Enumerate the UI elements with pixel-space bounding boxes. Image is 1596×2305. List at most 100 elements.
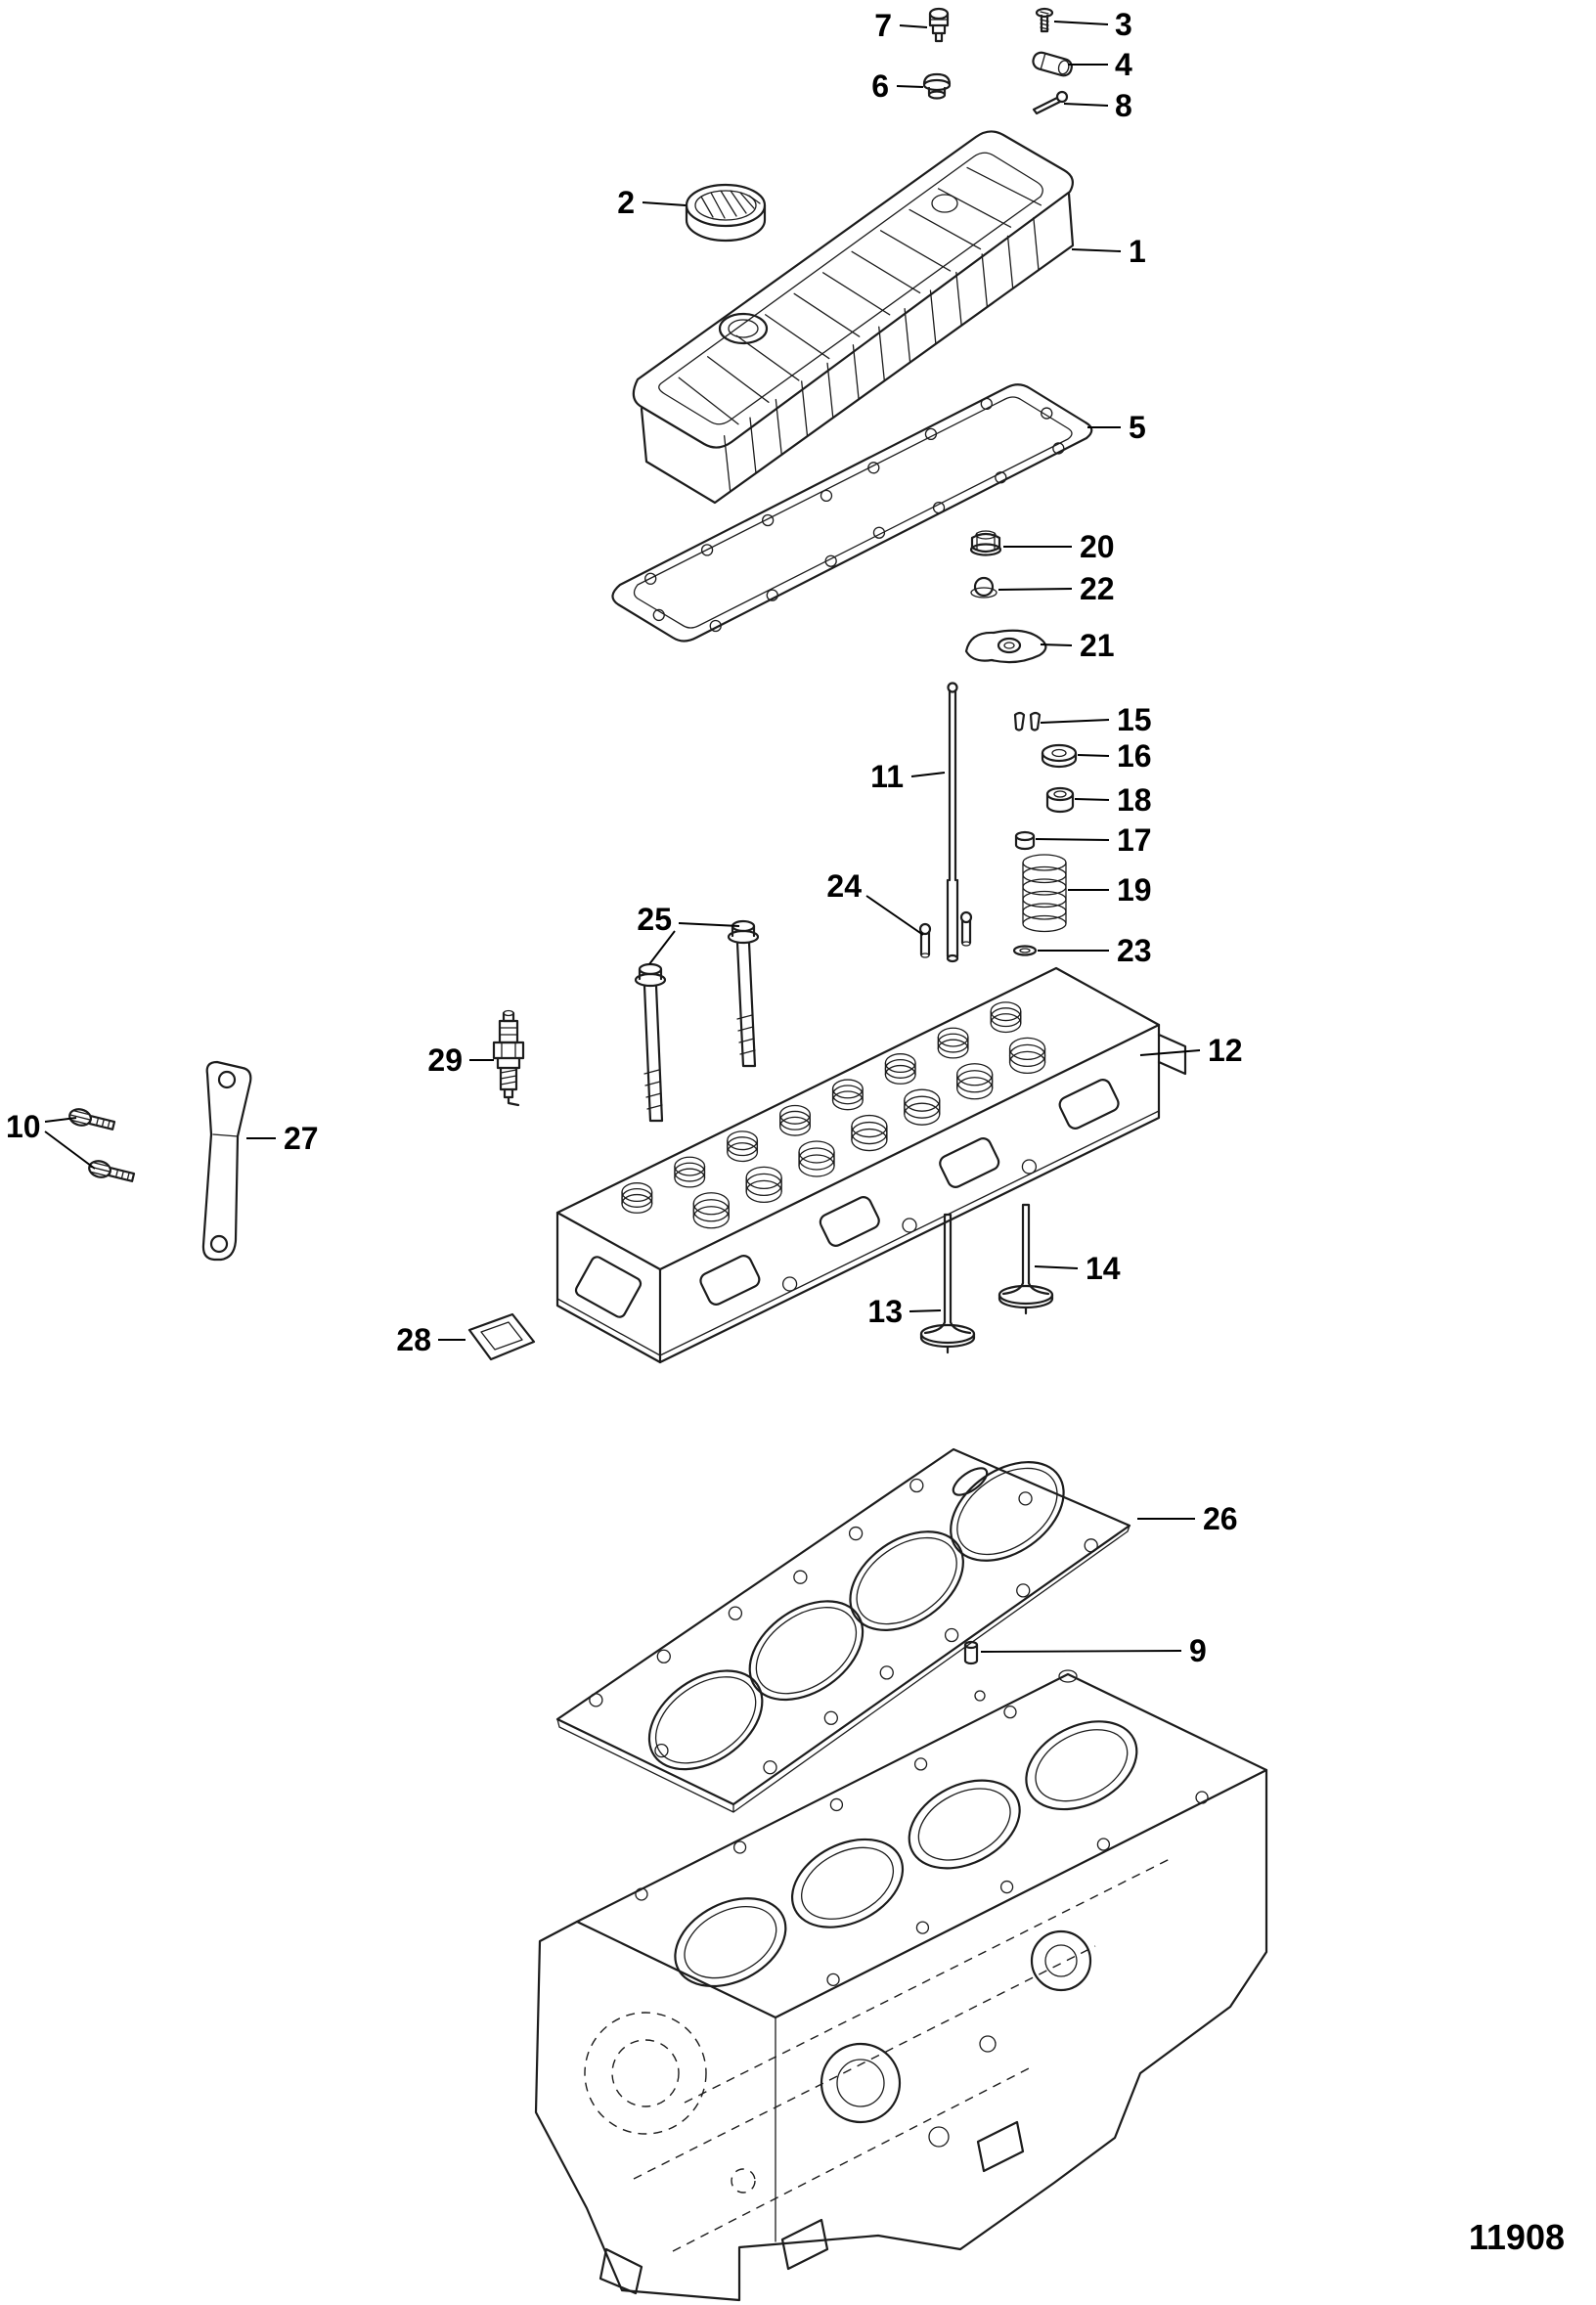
leader-line [1040,643,1073,646]
head-spring-boss [904,1095,941,1119]
callout-label-7: 7 [874,8,892,43]
callout-label-13: 13 [867,1294,903,1329]
gasket-hole [820,489,833,503]
cover-skirt-rib [1033,217,1040,271]
head-spring-boss [851,1114,888,1138]
deck-hole [913,1757,928,1771]
callout-label-10: 10 [6,1109,41,1144]
shim-washer-drawing [1012,945,1038,956]
callout-label-4: 4 [1115,47,1132,82]
head-port [1058,1079,1120,1130]
head-spring-boss [904,1088,941,1112]
head-spring-boss [904,1102,941,1126]
deck-hole [635,1887,648,1901]
valve-cover-gasket-drawing [611,383,1093,643]
callout-label-28: 28 [396,1322,431,1357]
head-spring-boss [745,1166,782,1190]
cover-rib [735,334,800,381]
head-gasket-drawing [555,1447,1131,1813]
pushrod-drawing [946,682,959,963]
leader-line [899,24,928,28]
grommet-drawing [922,72,952,100]
gasket-hole [766,589,778,601]
cover-rib [793,292,861,337]
gasket-bolt-hole [909,1478,924,1493]
gasket-bolt-hole [879,1665,894,1680]
leader-line [44,1117,77,1123]
callout-label-24: 24 [826,868,862,904]
callout-label-22: 22 [1080,571,1115,606]
valve-seal-drawing [1045,786,1075,814]
head-bolt-2 [727,919,760,1068]
bracket-bolt-2 [88,1160,136,1182]
leader-line [1034,1265,1079,1269]
callout-label-9: 9 [1189,1633,1207,1668]
gasket-hole [700,544,714,556]
callout-label-20: 20 [1080,529,1115,564]
gasket-hole [652,608,665,622]
callout-label-25: 25 [637,902,672,937]
callout-label-15: 15 [1117,702,1152,737]
gasket-bore [647,1669,764,1771]
head-spring-boss [692,1206,730,1229]
callout-label-27: 27 [284,1121,319,1156]
gasket-hole [1041,407,1053,420]
rocker-pivot-ball-drawing [970,576,998,598]
head-port [819,1196,880,1247]
gasket-bolt-hole [763,1760,777,1775]
callout-label-12: 12 [1208,1033,1243,1068]
leader-line [998,588,1073,591]
spring-coil [1022,865,1067,884]
callout-label-14: 14 [1086,1251,1121,1286]
leader-line [1074,798,1110,801]
callout-label-8: 8 [1115,88,1132,123]
valve-keepers-drawing [1013,711,1042,731]
callout-label-23: 23 [1117,933,1152,968]
valve-spring-seat-drawing [1014,830,1036,851]
head-spring-boss [851,1128,888,1152]
cover-rib [707,356,770,403]
cover-skirt-rib [981,253,989,308]
head-spring-boss [692,1199,730,1222]
leader-line [896,85,924,88]
deck-hole [915,1921,930,1934]
cover-rib [678,377,739,425]
head-spring-boss [851,1121,888,1145]
gasket-bore [849,1530,964,1631]
rocker-arm-drawing [964,629,1047,664]
cover-rib [937,188,1012,228]
gasket-bolt-hole [589,1693,603,1707]
cover-skirt-rib [929,289,937,344]
leader-line [1077,754,1110,757]
head-port [939,1137,1000,1188]
callout-label-3: 3 [1115,7,1132,42]
gasket-hole [762,513,775,527]
exhaust-valve-drawing [919,1213,976,1354]
head-bolts-drawing [634,919,760,1123]
callout-label-6: 6 [871,68,889,104]
callout-label-19: 19 [1117,872,1152,908]
gasket-hole [824,554,837,567]
cylinder-bore [908,1779,1021,1870]
gasket-bolt-hole [848,1526,864,1541]
valve-spring-drawing [1022,854,1067,933]
cover-skirt-rib [852,344,860,400]
callout-label-17: 17 [1117,822,1152,858]
drawing-number: 11908 [1469,2217,1565,2257]
cylinder-bore [674,1897,787,1988]
oil-fill-cap-drawing [685,183,767,243]
cover-skirt-rib [723,435,732,492]
cover-rib [821,272,891,316]
head-spring-boss [745,1179,782,1204]
callout-label-21: 21 [1080,628,1115,663]
spring-coil [1022,914,1067,933]
leader-line [865,895,924,936]
gasket-bolt-hole [793,1570,808,1584]
gasket-hole [980,397,993,411]
head-bolt-1 [634,962,667,1123]
deck-hole [829,1797,844,1812]
cover-skirt-rib [801,380,809,436]
cover-rib [879,230,952,272]
